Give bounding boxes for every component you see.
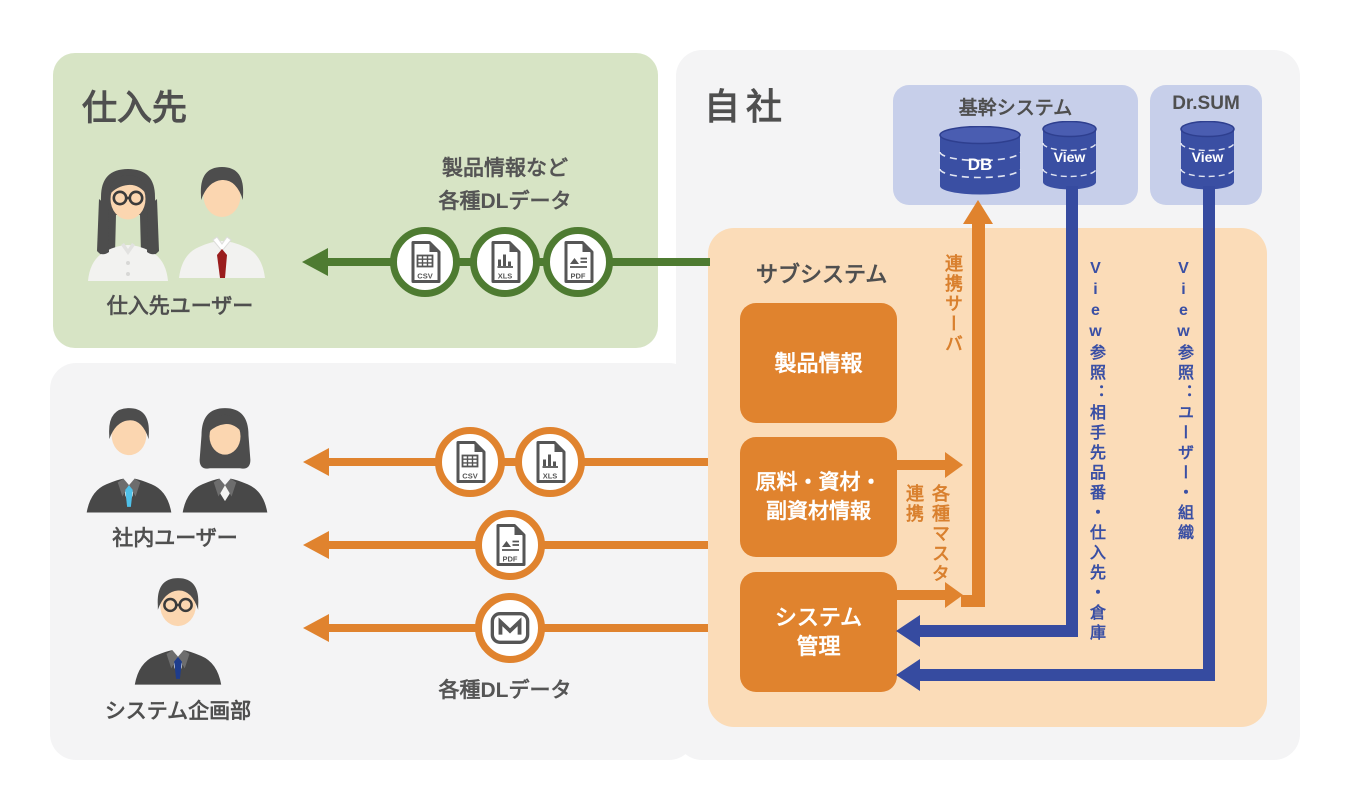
supplier-dl-text: 製品情報など 各種DLデータ (395, 152, 615, 218)
arrow-row3-head (303, 614, 329, 642)
drsum-title: Dr.SUM (1172, 93, 1240, 114)
subsystem-box-sysadmin: システム 管理 (740, 572, 897, 692)
svg-text:PDF: PDF (571, 272, 586, 281)
planning-dept-label: システム企画部 (104, 700, 252, 723)
core-view-hline (920, 625, 1078, 637)
internal-dl-label: 各種DLデータ (438, 679, 572, 702)
link-server-foot (961, 595, 973, 607)
drsum-view-vline (1203, 186, 1215, 681)
supplier-users-label: 仕入先ユーザー (106, 295, 254, 318)
core-system-title: 基幹システム (958, 98, 1073, 119)
file-badge-pdf-supplier: PDF (543, 227, 613, 297)
subsystem-box-product: 製品情報 (740, 303, 897, 423)
file-badge-xls-internal: XLS (515, 427, 585, 497)
xls-doc-icon: XLS (491, 241, 521, 283)
file-badge-xls-supplier: XLS (470, 227, 540, 297)
csv-doc-icon: CSV (411, 241, 441, 283)
svg-text:View: View (1192, 149, 1224, 165)
company-title: 自社 (704, 86, 789, 127)
materials-out-line (897, 460, 945, 470)
view-ref-drsum-rest: 参照：ユーザー・組織 (1175, 344, 1192, 544)
mail-icon (490, 612, 530, 644)
internal-man-avatar (86, 408, 172, 513)
materials-box-line2: 副資材情報 (766, 500, 871, 523)
subsystem-title: サブシステム (756, 262, 888, 287)
product-box-label: 製品情報 (774, 350, 863, 376)
svg-text:CSV: CSV (462, 472, 477, 481)
drsum-view-arrow-head (896, 659, 920, 691)
arrow-row1-head (303, 448, 329, 476)
supplier-title: 仕入先 (82, 89, 188, 128)
materials-box-line1: 原料・資材・ (755, 471, 882, 494)
svg-text:DB: DB (968, 155, 993, 174)
core-view-vline (1066, 186, 1078, 637)
file-badge-csv-supplier: CSV (390, 227, 460, 297)
planning-man-avatar (134, 578, 222, 685)
supplier-dl-line1: 製品情報など (442, 157, 568, 180)
sysadmin-box-line1: システム (774, 605, 863, 630)
link-server-text: 連携サーバ (943, 254, 963, 354)
drsum-view-hline (920, 669, 1215, 681)
core-view-cylinder-icon: View (1042, 121, 1097, 190)
file-badge-pdf-internal: PDF (475, 510, 545, 580)
link-server-arrow-head (963, 200, 993, 224)
svg-text:XLS: XLS (543, 472, 558, 481)
sysadmin-box-line2: 管理 (796, 634, 841, 659)
view-ref-drsum-label: View参照：ユーザー・組織 (1171, 260, 1195, 544)
subsystem-box-materials: 原料・資材・ 副資材情報 (740, 437, 897, 557)
materials-out-head (945, 452, 963, 478)
arrow-row2-head (303, 531, 329, 559)
xls-doc-icon: XLS (536, 441, 566, 483)
master-link-label: 各種マスタ 連携 (901, 484, 953, 584)
view-ref-drsum-latin: View (1175, 260, 1192, 344)
view-ref-core-label: View参照：相手先品番・仕入先・倉庫 (1083, 260, 1107, 644)
internal-users-label: 社内ユーザー (112, 527, 238, 550)
sysadmin-out-head (945, 582, 963, 608)
supplier-woman-avatar (88, 169, 168, 281)
file-badge-csv-internal: CSV (435, 427, 505, 497)
supplier-dl-line2: 各種DLデータ (438, 190, 572, 213)
db-cylinder-icon: DB (939, 126, 1021, 195)
master-link-line1: 各種マスタ (930, 484, 950, 584)
file-badge-mail (475, 593, 545, 663)
internal-users-panel (50, 363, 695, 760)
view-ref-core-rest: 参照：相手先品番・仕入先・倉庫 (1087, 344, 1104, 644)
svg-text:CSV: CSV (417, 272, 432, 281)
supplier-man-avatar (179, 167, 265, 278)
pdf-doc-icon: PDF (496, 524, 526, 566)
arrow-to-supplier-head (302, 248, 328, 276)
link-server-label: 連携サーバ (940, 254, 966, 354)
master-link-line2: 連携 (904, 484, 924, 524)
core-view-arrow-head (896, 615, 920, 647)
svg-text:XLS: XLS (498, 272, 513, 281)
csv-doc-icon: CSV (456, 441, 486, 483)
link-server-vline (972, 222, 985, 607)
svg-text:PDF: PDF (503, 555, 518, 564)
svg-text:View: View (1054, 149, 1086, 165)
drsum-view-cylinder-icon: View (1180, 121, 1235, 190)
pdf-doc-icon: PDF (564, 241, 594, 283)
internal-woman-avatar (182, 408, 268, 513)
view-ref-core-latin: View (1087, 260, 1104, 344)
sysadmin-out-line (897, 590, 945, 600)
